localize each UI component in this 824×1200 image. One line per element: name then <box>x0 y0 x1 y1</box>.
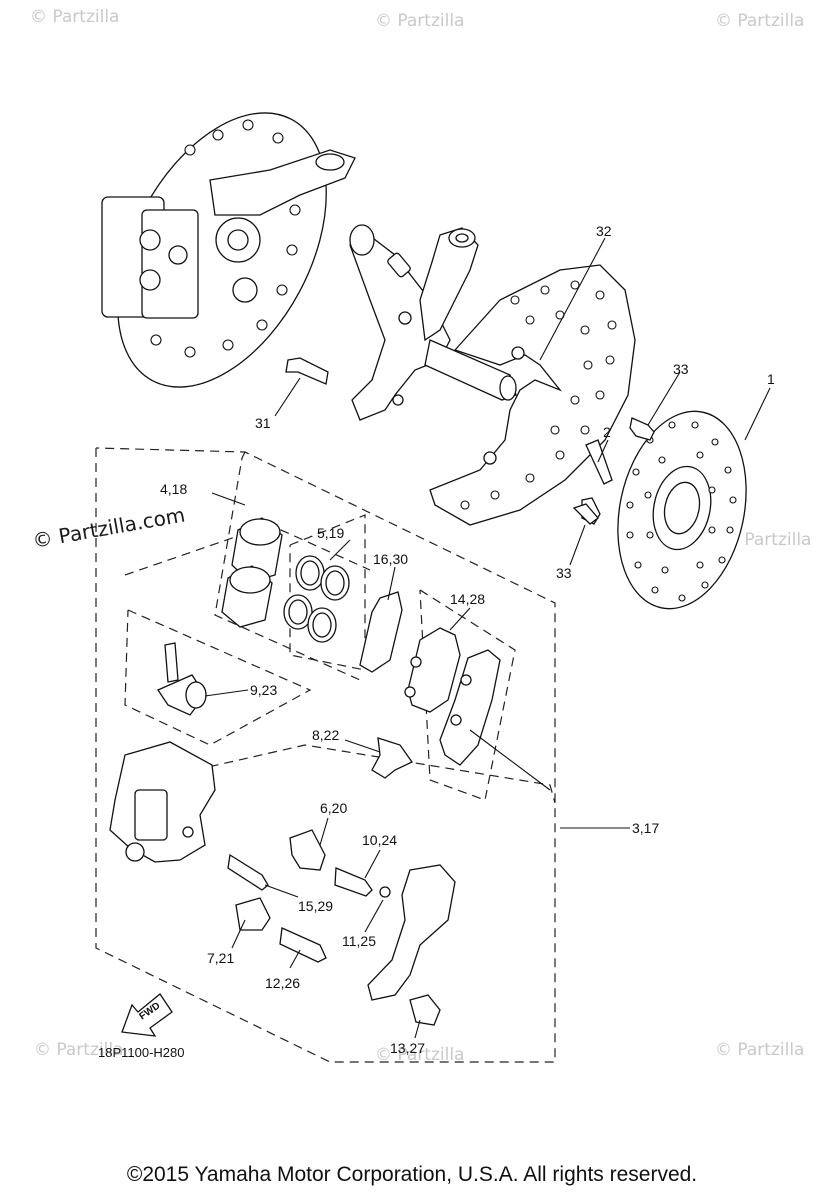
copyright-notice: ©2015 Yamaha Motor Corporation, U.S.A. A… <box>126 1163 698 1186</box>
callout-31: 31 <box>255 415 271 431</box>
watermark: © Partzilla <box>722 530 811 550</box>
watermark: © Partzilla <box>34 1040 123 1060</box>
callout-5-19: 5,19 <box>317 525 344 541</box>
callout-9-23: 9,23 <box>250 682 277 698</box>
caliper-bracket <box>367 864 456 1001</box>
steering-knuckle <box>349 224 517 421</box>
pad-spring <box>371 737 413 779</box>
callout-3-17: 3,17 <box>632 820 659 836</box>
disc-guard <box>429 264 636 526</box>
caliper-body <box>109 741 216 863</box>
diagram-code: 18P1100-H280 <box>98 1045 185 1060</box>
callouts: 1 2 3,17 4,18 5,19 6,20 7,21 8,22 9,23 1… <box>160 223 775 1056</box>
callout-6-20: 6,20 <box>320 800 347 816</box>
callout-11-25: 11,25 <box>342 933 376 949</box>
callout-32: 32 <box>596 223 612 239</box>
callout-4-18: 4,18 <box>160 481 187 497</box>
callout-10-24: 10,24 <box>362 832 397 848</box>
callout-33-bottom: 33 <box>556 565 572 581</box>
pistons <box>221 517 283 628</box>
leader-lines <box>204 237 771 1039</box>
assembled-view <box>101 112 356 388</box>
bleeder-boundary <box>124 609 312 746</box>
callout-16-30: 16,30 <box>373 551 408 567</box>
fwd-arrow-icon: FWD <box>121 993 173 1037</box>
watermark: © Partzilla <box>715 11 804 31</box>
watermark: © Partzilla <box>375 1045 464 1065</box>
callout-15-29: 15,29 <box>298 898 333 914</box>
callout-14-28: 14,28 <box>450 591 485 607</box>
callout-7-21: 7,21 <box>207 950 234 966</box>
brake-pads <box>404 627 501 766</box>
callout-1: 1 <box>767 371 775 387</box>
bolts <box>285 357 655 525</box>
callout-12-26: 12,26 <box>265 975 300 991</box>
watermark: © Partzilla <box>375 11 464 31</box>
watermark: © Partzilla <box>715 1040 804 1060</box>
pad-boundary-inner <box>214 451 361 681</box>
callout-8-22: 8,22 <box>312 727 339 743</box>
pad-shim <box>359 591 403 673</box>
callout-13-27: 13,27 <box>390 1040 425 1056</box>
brake-disc <box>617 410 747 610</box>
watermark-main: © Partzilla.com <box>31 502 187 552</box>
bleeder-screw <box>157 642 207 716</box>
watermark: © Partzilla <box>30 7 119 27</box>
piston-seals <box>283 555 350 643</box>
callout-33-top: 33 <box>673 361 689 377</box>
callout-2: 2 <box>603 424 611 440</box>
slide-pins <box>227 829 441 1026</box>
